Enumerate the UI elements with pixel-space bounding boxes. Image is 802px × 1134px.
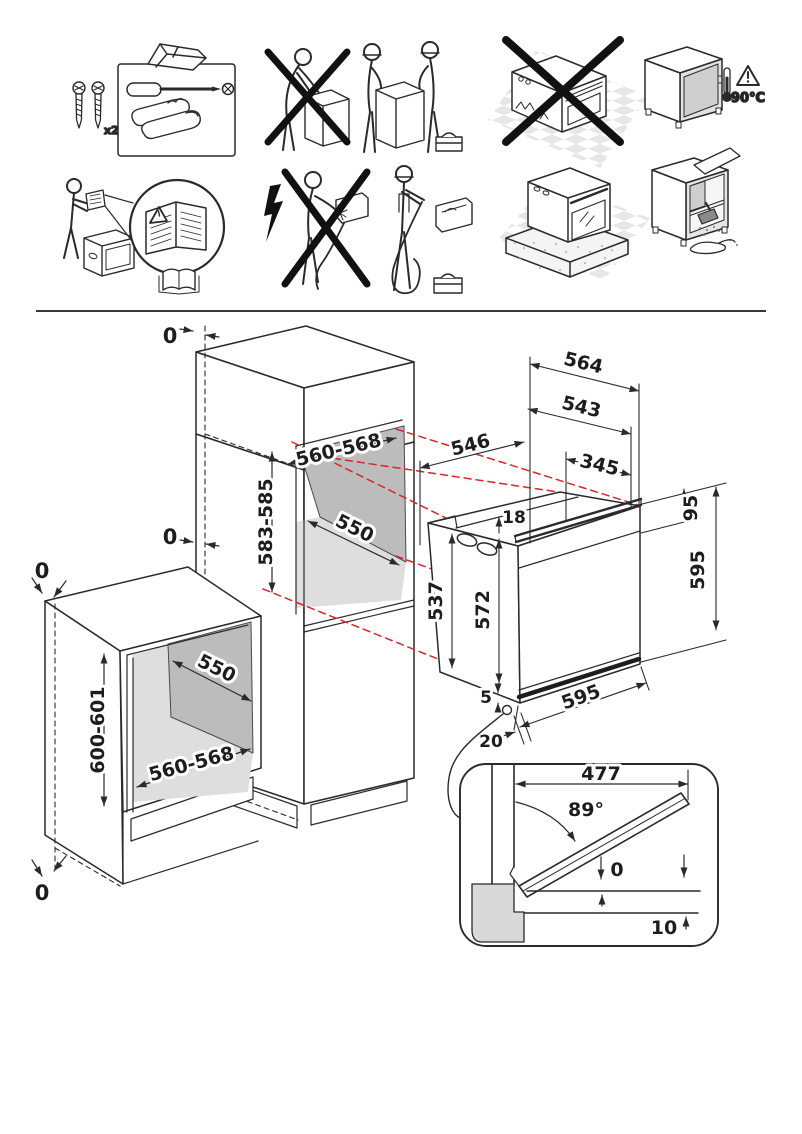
base-niche-height-label: 600-601 [87,686,109,773]
screw-icon [91,81,105,129]
open-oven-door [509,792,690,898]
oven-front-panel-height-label: 95 [680,495,702,521]
oven-rear-height-label: 537 [425,581,447,621]
pictogram-clean-cabinet [651,147,741,255]
pictogram-supplied-parts: x2 [72,43,236,157]
foam-base-dots [514,242,613,271]
tall-top-gap-label: 0 [163,324,178,348]
base-cabinet [44,566,262,887]
warning-triangle-icon [736,65,760,86]
oven-door-lip-label: 5 [480,688,492,708]
mounting-bracket-icon [147,43,207,71]
screw-icon [72,81,86,129]
thermometer-icon [718,67,732,102]
dust-tray-icon [689,241,727,255]
toolbox-icon [435,132,463,152]
door-angle-label: 89° [568,799,604,821]
oven-top-recess-label: 18 [502,508,526,528]
lightning-bolt-icon [264,184,283,242]
oven-door-handle [513,497,643,544]
oven-bottom-gap-label: 20 [479,732,503,752]
oven-knob [456,533,478,547]
plinth-clearance-label: 10 [651,917,677,939]
door-gap-label: 0 [610,859,623,881]
gloves-icon [131,98,201,140]
oven-depth-reduced-label: 345 [578,450,622,481]
temp-rating-label: 90°C [731,91,765,106]
pictogram-no-floor-placement [488,36,648,168]
dustpan-icon [697,202,719,225]
prohibition-cross-icon [281,168,371,288]
dimensions-oven [419,356,727,745]
dimensions-tall-cabinet [179,326,400,593]
open-book-icon [145,201,207,255]
prohibition-cross-icon [502,36,624,146]
niche-depth-min-label: 546 [449,430,493,461]
pictogram-two-person-lift [264,41,463,153]
prohibition-cross-icon [264,48,351,146]
door-width-label: 477 [581,763,621,785]
base-bottom-gap-label: 0 [35,881,50,905]
dimensions-base-cabinet [31,577,252,877]
toolbox-icon [433,273,463,294]
oven-front-height-label: 572 [472,590,494,630]
oven [427,491,643,704]
pictogram-cabinet-90c: 90°C [644,46,766,129]
packing-board-icon [693,147,741,175]
base-top-gap-label: 0 [35,559,50,583]
booklet-icon [158,268,200,295]
tall-niche-height-label: 583-585 [255,478,277,565]
pictogram-oven-on-base [498,167,650,280]
pictogram-read-instructions [63,178,226,295]
screwdriver-icon [126,82,235,97]
tall-side-gap-label: 0 [163,525,178,549]
pictogram-qualified-electrician [264,165,473,295]
detail-callout-point [501,704,513,716]
door-detail-callout [447,713,719,947]
oven-side-height-label: 595 [687,550,709,590]
screw-count-label: x2 [104,124,119,137]
